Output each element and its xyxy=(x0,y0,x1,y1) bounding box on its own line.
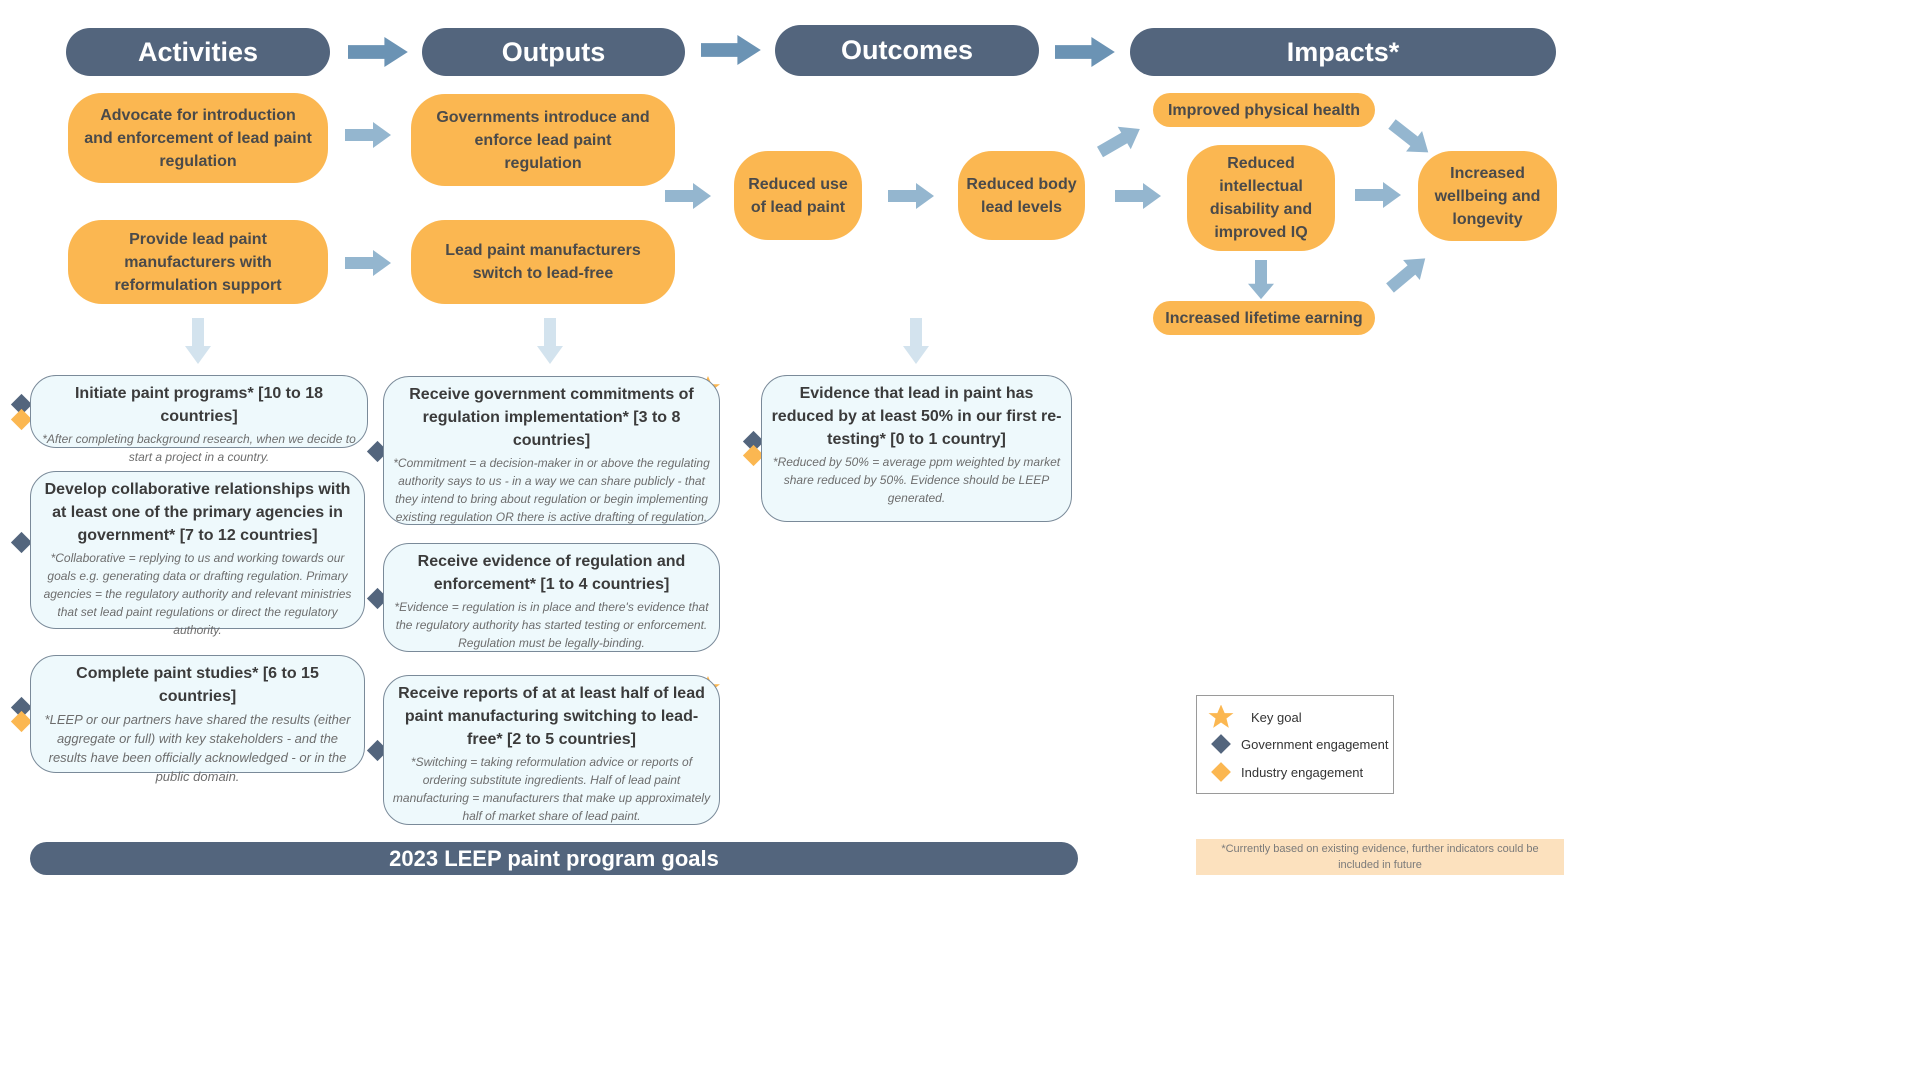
goal-retesting-note: *Reduced by 50% = average ppm weighted b… xyxy=(772,455,1061,505)
arrow-advocate-to-governments xyxy=(345,122,391,148)
goal-evidence-note: *Evidence = regulation is in place and t… xyxy=(394,600,709,650)
goal-collaborate: Develop collaborative relationships with… xyxy=(30,471,365,637)
gov-diamond-reports xyxy=(366,739,389,762)
header-impacts: Impacts* xyxy=(1130,28,1556,76)
outcome-reduced-body: Reduced body lead levels xyxy=(958,151,1085,240)
arrow-earning-to-wellbeing xyxy=(1381,248,1434,298)
header-arrow-1 xyxy=(348,37,408,67)
ind-diamond-initiate xyxy=(10,408,33,431)
activity-advocate: Advocate for introduction and enforcemen… xyxy=(68,93,328,183)
arrow-body-to-physical xyxy=(1093,117,1147,164)
gov-diamond-evidence xyxy=(366,587,389,610)
impact-earning: Increased lifetime earning xyxy=(1153,301,1375,335)
goal-collaborate-title: Develop collaborative relationships with… xyxy=(44,481,351,544)
goal-evidence-title: Receive evidence of regulation and enfor… xyxy=(417,553,686,593)
star-icon xyxy=(1208,705,1234,728)
arrow-support-to-manufacturers xyxy=(345,250,391,276)
gov-diamond-icon xyxy=(1211,734,1231,754)
goal-retesting: Evidence that lead in paint has reduced … xyxy=(761,375,1072,522)
legend-industry-label: Industry engagement xyxy=(1241,764,1364,780)
goal-studies: Complete paint studies* [6 to 15 countri… xyxy=(30,655,365,784)
goal-studies-title: Complete paint studies* [6 to 15 countri… xyxy=(76,665,319,705)
goal-commitments-title: Receive government commitments of regula… xyxy=(409,386,694,449)
arrow-physical-to-wellbeing xyxy=(1383,113,1437,163)
ind-diamond-icon xyxy=(1211,762,1231,782)
down-arrow-outputs xyxy=(537,318,563,364)
down-arrow-activities xyxy=(185,318,211,364)
goal-reports: Receive reports of at at least half of l… xyxy=(383,675,720,825)
goal-collaborate-note: *Collaborative = replying to us and work… xyxy=(43,551,352,637)
goal-initiate-note: *After completing background research, w… xyxy=(42,432,356,464)
legend: Key goal Government engagement Industry … xyxy=(1196,695,1394,794)
goal-reports-title: Receive reports of at at least half of l… xyxy=(398,685,705,748)
gov-diamond-retesting xyxy=(742,430,765,453)
impact-wellbeing: Increased wellbeing and longevity xyxy=(1418,151,1557,241)
goal-reports-note: *Switching = taking reformulation advice… xyxy=(392,755,711,823)
activity-support: Provide lead paint manufacturers with re… xyxy=(68,220,328,304)
output-manufacturers: Lead paint manufacturers switch to lead-… xyxy=(411,220,675,304)
arrow-reduced-use-to-body xyxy=(888,183,934,209)
header-arrow-2 xyxy=(701,35,761,65)
impact-physical: Improved physical health xyxy=(1153,93,1375,127)
header-activities: Activities xyxy=(66,28,330,76)
output-governments: Governments introduce and enforce lead p… xyxy=(411,94,675,186)
bottom-title: 2023 LEEP paint program goals xyxy=(30,842,1078,875)
gov-diamond-studies xyxy=(10,696,33,719)
gov-diamond-collaborate xyxy=(10,531,33,554)
footnote: *Currently based on existing evidence, f… xyxy=(1196,839,1564,875)
header-outputs: Outputs xyxy=(422,28,685,76)
ind-diamond-retesting xyxy=(742,444,765,467)
goal-retesting-title: Evidence that lead in paint has reduced … xyxy=(771,385,1062,448)
legend-key-goal-label: Key goal xyxy=(1251,709,1302,725)
arrow-iq-to-wellbeing xyxy=(1355,182,1401,208)
legend-key-goal: Key goal xyxy=(1197,705,1302,729)
legend-government: Government engagement xyxy=(1197,732,1388,756)
impact-intellectual: Reduced intellectual disability and impr… xyxy=(1187,145,1335,251)
goal-commitments: Receive government commitments of regula… xyxy=(383,376,720,525)
header-outcomes: Outcomes xyxy=(775,25,1039,76)
arrow-outputs-to-reduced-use xyxy=(665,183,711,209)
legend-government-label: Government engagement xyxy=(1241,736,1389,752)
goal-evidence: Receive evidence of regulation and enfor… xyxy=(383,543,720,652)
outcome-reduced-use: Reduced use of lead paint xyxy=(734,151,862,240)
goal-initiate-title: Initiate paint programs* [10 to 18 count… xyxy=(74,385,324,425)
arrow-body-to-iq xyxy=(1115,183,1161,209)
legend-industry: Industry engagement xyxy=(1197,760,1363,784)
header-arrow-3 xyxy=(1055,37,1115,67)
arrow-iq-to-earning xyxy=(1248,260,1274,300)
down-arrow-outcomes xyxy=(903,318,929,364)
goal-initiate: Initiate paint programs* [10 to 18 count… xyxy=(30,375,368,464)
goal-commitments-note: *Commitment = a decision-maker in or abo… xyxy=(393,456,710,524)
goal-studies-note: *LEEP or our partners have shared the re… xyxy=(44,712,351,784)
ind-diamond-studies xyxy=(10,710,33,733)
